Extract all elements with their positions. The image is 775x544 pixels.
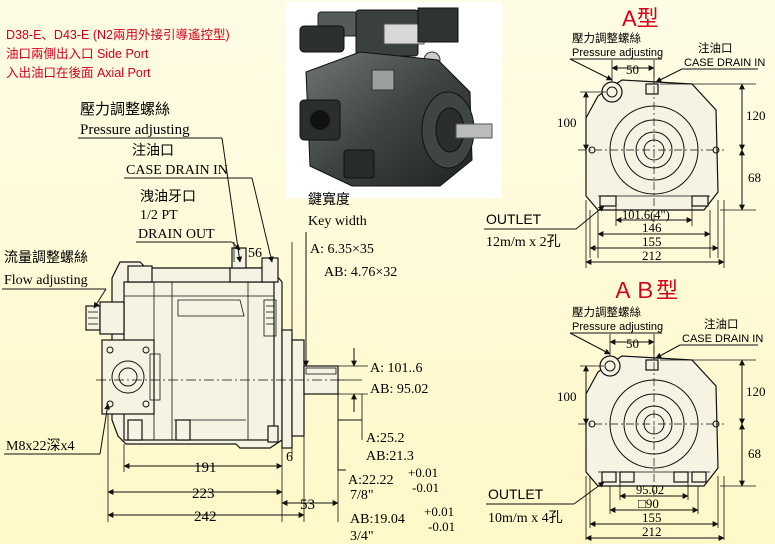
- type-a-dim-50: 50: [626, 62, 639, 77]
- type-ab-drain-zh: 注油口: [704, 317, 739, 331]
- type-ab-pressure-en: Pressure adjusting: [572, 321, 663, 333]
- shaft-a-tol-minus: -0.01: [412, 480, 439, 495]
- header-line-2: 油口兩側出入口 Side Port: [6, 47, 149, 61]
- type-a-drain-zh: 注油口: [698, 41, 733, 55]
- shaft-a-tol-plus: +0.01: [408, 465, 438, 480]
- drain-out-en: DRAIN OUT: [138, 227, 215, 242]
- shaft-a: A:22.22: [348, 473, 394, 488]
- key-ab: AB: 4.76×32: [324, 265, 397, 280]
- drain-out-pt: 1/2 PT: [140, 208, 178, 223]
- shaft-ab-tol-plus: +0.01: [424, 504, 454, 519]
- type-a-dim-120: 120: [746, 108, 766, 123]
- type-a-dim-68: 68: [748, 170, 761, 185]
- flow-adjusting-zh: 流量調整螺絲: [4, 250, 88, 266]
- type-a-view: A型 壓力調整螺絲 Pressure adjusting 注油口 CASE DR…: [484, 6, 766, 268]
- type-a-dim-101-6: 101.6(4"): [622, 208, 670, 222]
- dim-101-6: A: 101..6: [370, 361, 423, 376]
- type-ab-dim-50: 50: [626, 336, 639, 351]
- dim-21-3: AB:21.3: [366, 449, 414, 464]
- side-view-drawing: [85, 247, 362, 449]
- case-drain-zh: 注油口: [132, 143, 174, 159]
- type-a-drain-en: CASE DRAIN IN: [684, 57, 765, 69]
- pressure-adjusting-zh: 壓力調整螺絲: [80, 101, 170, 118]
- shaft-ab: AB:19.04: [350, 512, 405, 527]
- type-a-title: A型: [622, 6, 659, 31]
- type-ab-outlet: OUTLET: [488, 486, 544, 502]
- type-ab-dim-120: 120: [746, 384, 766, 399]
- type-a-dim-146: 146: [642, 220, 662, 235]
- dim-6: 6: [286, 450, 293, 465]
- type-ab-dim-68: 68: [748, 446, 761, 461]
- type-a-dim-100: 100: [557, 115, 577, 130]
- shaft-ab-tol-minus: -0.01: [428, 519, 455, 534]
- shaft-ab-inch: 3/4": [350, 529, 374, 544]
- dim-56: 56: [248, 246, 262, 261]
- type-a-dim-155: 155: [642, 234, 662, 249]
- product-photo: [286, 2, 502, 198]
- key-a: A: 6.35×35: [310, 242, 374, 257]
- dim-191: 191: [194, 460, 217, 476]
- type-ab-dim-95-02: 95.02: [636, 483, 664, 497]
- dim-242: 242: [194, 509, 217, 525]
- type-ab-view: ＡＢ型 壓力調整螺絲 Pressure adjusting 注油口 CASE D…: [486, 278, 766, 541]
- type-a-dim-212: 212: [642, 248, 662, 263]
- shaft-a-inch: 7/8": [350, 488, 374, 503]
- type-ab-dim-155: 155: [642, 510, 662, 525]
- type-ab-title: ＡＢ型: [612, 278, 678, 303]
- header-line-3: 入出油口在後面 Axial Port: [6, 66, 151, 80]
- case-drain-en: CASE DRAIN IN: [126, 163, 228, 178]
- type-ab-dim-212: 212: [642, 524, 662, 539]
- mount-spec: M8x22深x4: [6, 438, 74, 454]
- pressure-adjusting-en: Pressure adjusting: [80, 122, 190, 138]
- dim-53: 53: [300, 497, 315, 513]
- type-ab-outlet-spec: 10m/m x 4孔: [488, 510, 563, 526]
- type-a-pressure-en: Pressure adjusting: [572, 47, 663, 59]
- drain-out-zh: 洩油牙口: [140, 189, 196, 205]
- dim-25-2: A:25.2: [366, 431, 405, 446]
- type-ab-dim-100: 100: [557, 389, 577, 404]
- key-width-zh: 鍵寬度: [308, 191, 350, 208]
- type-a-outlet-spec: 12m/m x 2孔: [486, 234, 561, 250]
- header-line-1: D38-E、D43-E (N2兩用外接引導遙控型): [6, 27, 230, 42]
- dim-223: 223: [192, 486, 215, 502]
- flow-adjusting-en: Flow adjusting: [4, 273, 88, 288]
- type-ab-pressure-zh: 壓力調整螺絲: [572, 305, 641, 319]
- dim-95-02: AB: 95.02: [370, 382, 428, 397]
- header: D38-E、D43-E (N2兩用外接引導遙控型) 油口兩側出入口 Side P…: [6, 27, 230, 80]
- type-ab-dim-90: □90: [638, 496, 659, 511]
- type-a-pressure-zh: 壓力調整螺絲: [572, 31, 641, 45]
- type-a-outlet: OUTLET: [486, 211, 542, 227]
- side-view-labels: 壓力調整螺絲 Pressure adjusting 注油口 CASE DRAIN…: [2, 101, 455, 544]
- type-ab-drain-en: CASE DRAIN IN: [682, 333, 763, 345]
- key-width-en: Key width: [308, 214, 367, 229]
